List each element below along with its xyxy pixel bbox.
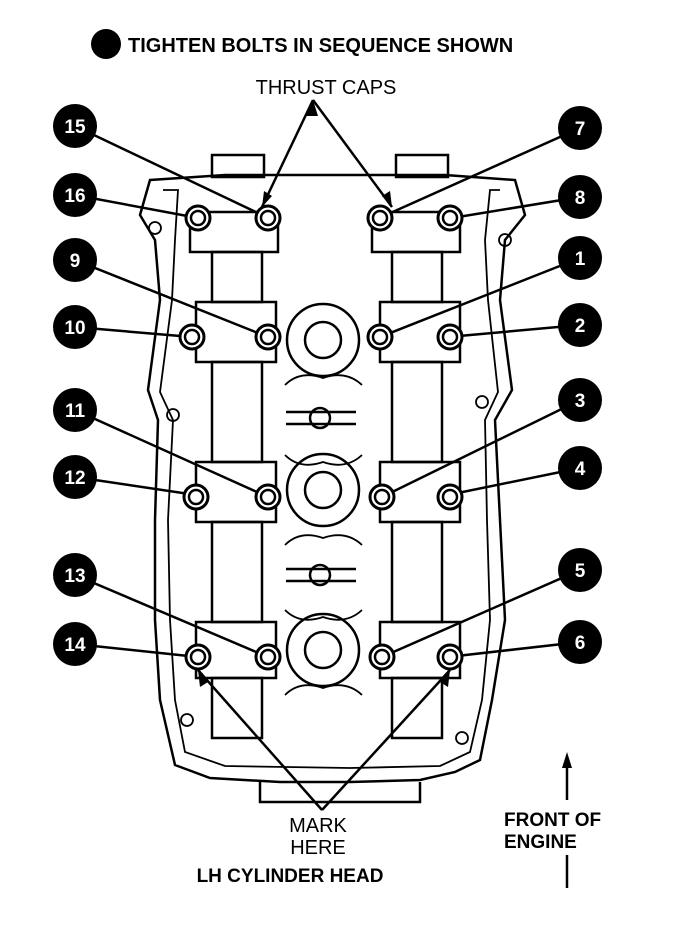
- svg-text:1: 1: [575, 249, 586, 270]
- bolt: [254, 643, 282, 671]
- front-arrow-icon: [562, 752, 572, 888]
- svg-text:2: 2: [575, 316, 586, 337]
- callout-9: 9: [53, 238, 97, 282]
- bolt: [254, 204, 282, 232]
- bolt: [436, 323, 464, 351]
- callout-5: 5: [558, 548, 602, 592]
- callout-12: 12: [53, 455, 97, 499]
- mark-here-label-line1: MARK: [289, 815, 347, 837]
- callout-3: 3: [558, 378, 602, 422]
- front-of-engine-line1: FRONT OF: [504, 810, 601, 831]
- legend-bullet-icon: [91, 29, 121, 59]
- mark-here-arrows: [197, 669, 451, 811]
- bolt: [436, 204, 464, 232]
- svg-text:8: 8: [575, 188, 586, 209]
- bolt: [184, 204, 212, 232]
- bolt: [366, 204, 394, 232]
- thrust-caps-label: THRUST CAPS: [256, 77, 397, 99]
- bolt-heads: [178, 204, 464, 671]
- callout-1: 1: [558, 236, 602, 280]
- bolt: [254, 483, 282, 511]
- callout-leaders: [74, 124, 581, 659]
- callout-7: 7: [558, 106, 602, 150]
- lh-cylinder-head-title: LH CYLINDER HEAD: [197, 866, 384, 887]
- bolt: [436, 483, 464, 511]
- callout-14: 14: [53, 622, 97, 666]
- bolt: [178, 323, 206, 351]
- svg-text:4: 4: [575, 459, 586, 480]
- callout-11: 11: [53, 388, 97, 432]
- legend-text: TIGHTEN BOLTS IN SEQUENCE SHOWN: [128, 35, 513, 57]
- svg-text:15: 15: [64, 117, 86, 138]
- callout-10: 10: [53, 305, 97, 349]
- svg-text:10: 10: [64, 318, 85, 339]
- svg-text:6: 6: [575, 633, 586, 654]
- callout-16: 16: [53, 173, 97, 217]
- callout-13: 13: [53, 553, 97, 597]
- cylinder-head-outline: [138, 153, 527, 804]
- sequence-callouts: 15 16 9 10 11 12 13 14 7 8 1 2 3 4 5 6: [53, 104, 602, 666]
- bolt: [184, 643, 212, 671]
- front-of-engine-line2: ENGINE: [504, 832, 577, 853]
- thrust-caps-arrows: [260, 99, 394, 208]
- bolt: [366, 323, 394, 351]
- svg-text:9: 9: [70, 251, 81, 272]
- callout-2: 2: [558, 303, 602, 347]
- svg-text:3: 3: [575, 391, 586, 412]
- svg-text:13: 13: [64, 566, 85, 587]
- mark-here-label-line2: HERE: [290, 837, 346, 859]
- svg-text:11: 11: [65, 401, 86, 422]
- bolt: [368, 483, 396, 511]
- svg-text:14: 14: [64, 635, 86, 656]
- bolt: [182, 483, 210, 511]
- bolt: [254, 323, 282, 351]
- bolt: [368, 643, 396, 671]
- spark-plug-wells: [284, 302, 363, 696]
- bolt: [436, 643, 464, 671]
- svg-text:12: 12: [64, 468, 85, 489]
- callout-8: 8: [558, 175, 602, 219]
- svg-text:16: 16: [64, 186, 85, 207]
- callout-15: 15: [53, 104, 97, 148]
- svg-text:7: 7: [575, 119, 586, 140]
- svg-text:5: 5: [575, 561, 586, 582]
- callout-4: 4: [558, 446, 602, 490]
- callout-6: 6: [558, 620, 602, 664]
